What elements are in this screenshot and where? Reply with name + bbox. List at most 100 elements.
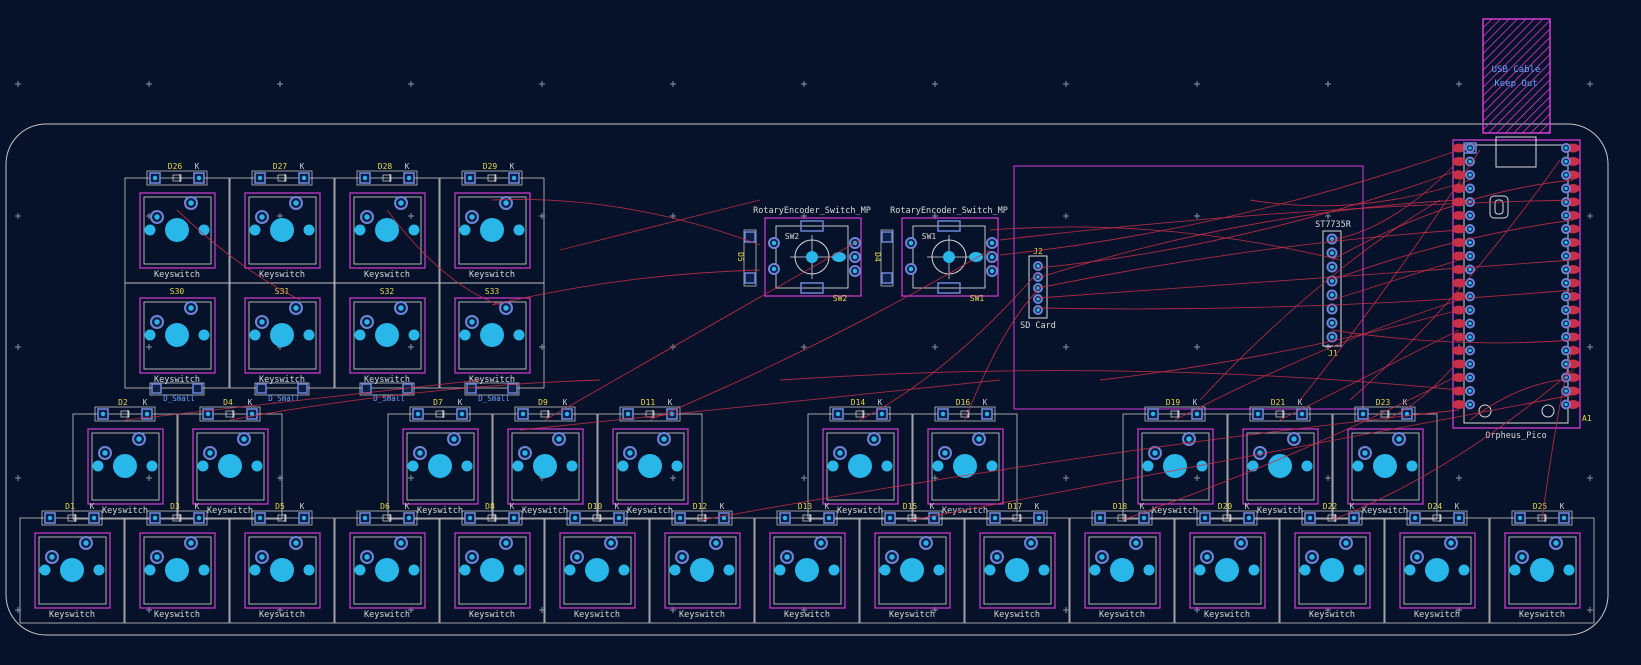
key-label: Keyswitch bbox=[259, 375, 305, 385]
encoder-value: RotaryEncoder_Switch_MP bbox=[753, 206, 871, 216]
diode-pad-cathode-center bbox=[91, 515, 97, 521]
key-label: Keyswitch bbox=[1204, 610, 1250, 620]
key-peg-left bbox=[774, 564, 786, 576]
diode-ref: D8 bbox=[485, 502, 495, 511]
key-pin-1-center bbox=[154, 319, 160, 325]
key-courtyard-outer bbox=[139, 532, 216, 609]
key-label: Keyswitch bbox=[942, 506, 988, 516]
usb-keepout-zone[interactable]: USB Cable Keep Out bbox=[1482, 18, 1551, 134]
key-label: Keyswitch bbox=[364, 270, 410, 280]
key-peg-right bbox=[1353, 564, 1365, 576]
diode-pad-anode-center bbox=[152, 515, 158, 521]
key-ref: S33 bbox=[485, 287, 500, 296]
diode-body bbox=[487, 174, 497, 182]
key-body bbox=[353, 301, 422, 370]
diode-pad-cathode-center bbox=[301, 515, 307, 521]
key-label: Keyswitch bbox=[1519, 610, 1565, 620]
key-peg-right bbox=[198, 564, 210, 576]
diode-ref: D4 bbox=[223, 398, 233, 407]
key-center-hole bbox=[218, 454, 242, 478]
grid-cross bbox=[932, 81, 938, 87]
grid-cross bbox=[932, 344, 938, 350]
mcu-pin-right-center bbox=[1564, 294, 1568, 299]
grid-cross bbox=[1587, 475, 1593, 481]
key-center-hole bbox=[165, 558, 189, 582]
key-courtyard-outer bbox=[874, 532, 951, 609]
diode-value: D_Small bbox=[163, 394, 195, 403]
diode-outline bbox=[934, 406, 996, 422]
key-courtyard-outer bbox=[349, 297, 426, 374]
diode-k-mark: K bbox=[300, 502, 305, 511]
key-pin-1-center bbox=[1099, 554, 1105, 560]
mcu-ref: A1 bbox=[1582, 414, 1592, 423]
key-center-hole bbox=[1163, 454, 1187, 478]
key-peg-left bbox=[354, 329, 366, 341]
key-pin-1-center bbox=[469, 214, 475, 220]
display-pin-center bbox=[1329, 292, 1335, 298]
key-center-hole bbox=[270, 323, 294, 347]
ratsnest-line bbox=[1037, 259, 1574, 299]
key-peg-left bbox=[354, 564, 366, 576]
key-peg-right bbox=[408, 329, 420, 341]
grid-cross bbox=[1456, 475, 1462, 481]
key-center-hole bbox=[165, 323, 189, 347]
ratsnest-line bbox=[1331, 159, 1460, 241]
grid-cross bbox=[1194, 81, 1200, 87]
diode-ref: D6 bbox=[380, 502, 390, 511]
mcu-module[interactable]: A1 Orpheus_Pico bbox=[1452, 136, 1592, 441]
key-peg-left bbox=[354, 224, 366, 236]
key-body bbox=[248, 536, 317, 605]
key-cell-outline bbox=[754, 517, 860, 624]
key-label: Keyswitch bbox=[259, 610, 305, 620]
mcu-pad-left bbox=[1452, 211, 1466, 220]
diode-pad-anode-center bbox=[47, 515, 53, 521]
diode-body bbox=[1170, 410, 1180, 418]
key-peg-right bbox=[618, 564, 630, 576]
mcu-pin-left-center bbox=[1468, 348, 1472, 353]
diode-pad-anode-center bbox=[677, 515, 683, 521]
key-center-hole bbox=[1005, 558, 1029, 582]
diode-pad-anode-center bbox=[467, 175, 473, 181]
key-label: Keyswitch bbox=[679, 610, 725, 620]
key-peg-right bbox=[461, 460, 473, 472]
diode-body bbox=[540, 410, 550, 418]
mcu-pad-left bbox=[1452, 184, 1466, 193]
